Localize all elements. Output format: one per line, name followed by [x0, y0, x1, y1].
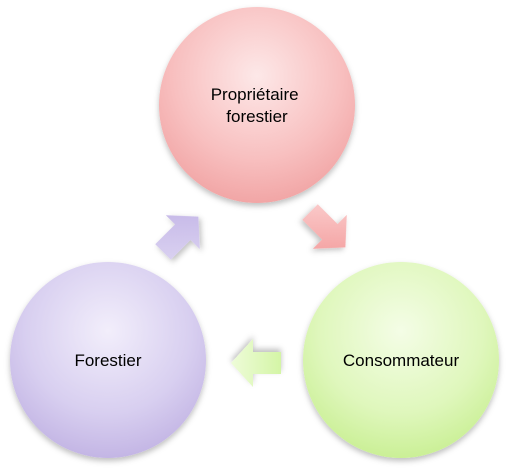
node-forester-label: Forestier [74, 351, 141, 370]
node-owner-circle [159, 7, 355, 203]
node-owner-label: Propriétaire forestier [211, 85, 304, 126]
arrow-owner-to-consumer [302, 204, 347, 249]
node-forester-circle [10, 262, 206, 458]
arrow-consumer-to-forester [231, 339, 281, 387]
node-consumer-circle [303, 262, 499, 458]
node-owner: Propriétaire forestier [159, 7, 355, 203]
node-consumer: Consommateur [303, 262, 499, 458]
arrow-forester-to-owner [155, 215, 200, 260]
node-forester: Forestier [10, 262, 206, 458]
node-consumer-label: Consommateur [343, 351, 460, 370]
